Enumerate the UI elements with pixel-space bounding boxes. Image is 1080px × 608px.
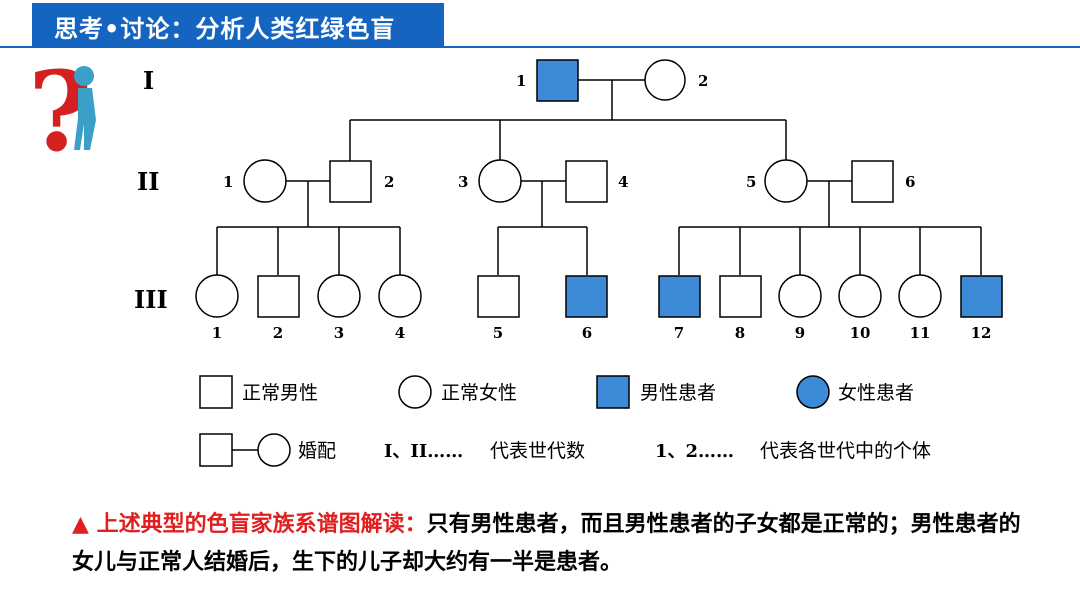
gen3-individual-9-normal-female bbox=[778, 274, 822, 318]
gen3-number-8: 8 bbox=[735, 324, 745, 342]
question-figure-icon: ? bbox=[28, 47, 96, 176]
gen3-individual-5-normal-male bbox=[477, 275, 520, 318]
gen3-individual-8-normal-male bbox=[719, 275, 762, 318]
legend-normal-female-label: 正常女性 bbox=[441, 382, 517, 404]
header-underline bbox=[0, 46, 1080, 48]
gen1-individual-2-normal-female bbox=[644, 59, 686, 101]
legend-generation-desc: 代表世代数 bbox=[490, 440, 585, 462]
gen2-individual-3-normal-female bbox=[478, 159, 522, 203]
gen3-number-1: 1 bbox=[212, 324, 222, 342]
note-highlight: 上述典型的色盲家族系谱图解读： bbox=[96, 512, 427, 537]
gen-label-3: III bbox=[134, 285, 168, 314]
legend-affected-female-symbol bbox=[796, 375, 830, 409]
gen3-number-7: 7 bbox=[674, 324, 684, 342]
gen3-individual-7-affected-male bbox=[658, 275, 701, 318]
gen2-individual-5-normal-female bbox=[764, 159, 808, 203]
legend-affected-female-label: 女性患者 bbox=[838, 382, 914, 404]
gen3-number-2: 2 bbox=[273, 324, 283, 342]
gen3-individual-12-affected-male bbox=[960, 275, 1003, 318]
gen2-individual-2-normal-male bbox=[329, 160, 372, 203]
gen2-number-5: 5 bbox=[746, 173, 756, 191]
gen3-individual-2-normal-male bbox=[257, 275, 300, 318]
legend-normal-male-label: 正常男性 bbox=[242, 382, 318, 404]
pedigree-lines bbox=[216, 79, 982, 275]
gen3-individual-3-normal-female bbox=[317, 274, 361, 318]
gen2-number-2: 2 bbox=[384, 173, 394, 191]
slide-header: 思考•讨论：分析人类红绿色盲 bbox=[0, 0, 1080, 48]
gen3-number-3: 3 bbox=[334, 324, 344, 342]
gen2-number-6: 6 bbox=[905, 173, 915, 191]
legend-affected-male-symbol bbox=[596, 375, 630, 409]
legend-affected-male-label: 男性患者 bbox=[640, 382, 716, 404]
legend-normal-male-symbol bbox=[199, 375, 233, 409]
gen3-individual-11-normal-female bbox=[898, 274, 942, 318]
gen3-individual-10-normal-female bbox=[838, 274, 882, 318]
gen3-number-12: 12 bbox=[971, 324, 992, 342]
gen1-number-2: 2 bbox=[698, 72, 708, 90]
gen1-number-1: 1 bbox=[516, 72, 526, 90]
gen3-individual-4-normal-female bbox=[378, 274, 422, 318]
note-text: 只有男性患者，而且男性患者的子女都是正常的；男性患者的女儿与正常人结婚后，生下的… bbox=[72, 512, 1021, 575]
pedigree-chart: ? I II III bbox=[28, 47, 1003, 467]
gen-label-2: II bbox=[137, 167, 159, 196]
gen3-number-9: 9 bbox=[795, 324, 805, 342]
gen3-number-6: 6 bbox=[582, 324, 592, 342]
legend-marriage-male-symbol bbox=[199, 433, 233, 467]
gen2-number-4: 4 bbox=[618, 173, 628, 191]
legend-individual-desc: 代表各世代中的个体 bbox=[760, 440, 931, 462]
triangle-bullet-icon: ▲ bbox=[72, 512, 89, 537]
gen2-number-1: 1 bbox=[223, 173, 233, 191]
gen-label-1: I bbox=[143, 66, 154, 95]
legend-generation-key: I、II…… bbox=[384, 441, 463, 462]
gen3-number-5: 5 bbox=[493, 324, 503, 342]
legend-individual-key: 1、2…… bbox=[655, 441, 734, 462]
gen1-individual-1-affected-male bbox=[536, 59, 579, 102]
gen2-individual-4-normal-male bbox=[565, 160, 608, 203]
slide-title: 思考•讨论：分析人类红绿色盲 bbox=[54, 15, 396, 43]
legend-marriage-label: 婚配 bbox=[298, 440, 336, 462]
gen3-number-10: 10 bbox=[850, 324, 871, 342]
gen3-individual-6-affected-male bbox=[565, 275, 608, 318]
gen2-number-3: 3 bbox=[458, 173, 468, 191]
gen2-individual-6-normal-male bbox=[851, 160, 894, 203]
gen3-number-4: 4 bbox=[395, 324, 405, 342]
legend-marriage-female-symbol bbox=[257, 433, 291, 467]
title-banner bbox=[32, 3, 444, 46]
legend-normal-female-symbol bbox=[398, 375, 432, 409]
gen2-individual-1-normal-female bbox=[243, 159, 287, 203]
gen3-individual-1-normal-female bbox=[195, 274, 239, 318]
interpretation-note: ▲ 上述典型的色盲家族系谱图解读：只有男性患者，而且男性患者的子女都是正常的；男… bbox=[72, 506, 1022, 582]
gen3-number-11: 11 bbox=[910, 324, 931, 342]
